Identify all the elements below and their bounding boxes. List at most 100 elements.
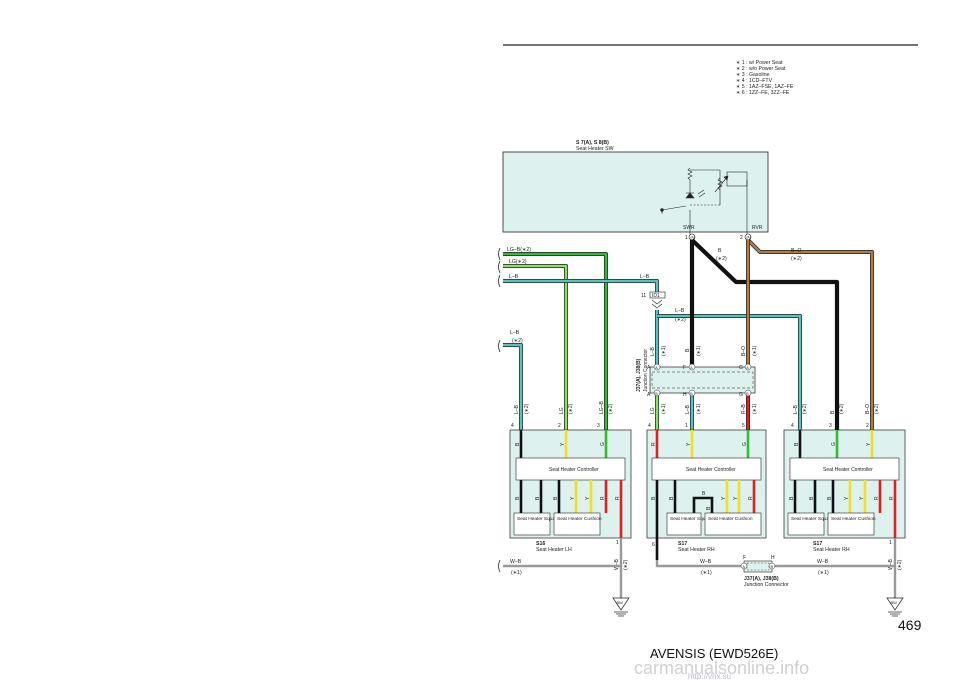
right-note-2: (∗2) [839,403,845,414]
connector-chevron-icon [651,299,663,309]
right-controller-label: Seat Heater Controller [823,467,873,473]
right-controller-code: S17 [813,541,822,547]
junction-top-note-2: (∗1) [696,345,702,356]
mid-note-2: (∗1) [696,403,702,414]
right-squab-heater [787,512,825,536]
left-controller-label: Seat Heater Controller [549,467,599,473]
wire-label-lb2: L–B [640,274,650,280]
right-note-1: (∗2) [802,403,808,414]
ground-junction-connector [743,560,773,573]
right-gnd-pin: 1 [889,540,892,546]
connector-id1-pin: 11 [641,293,646,299]
junction-connector [649,366,756,394]
right-cushion-heater [827,512,875,536]
ground-jc-tag-b: B [771,565,774,569]
gnd-mid-wire: W–B [700,559,712,565]
right-top-color-2: G [831,442,837,446]
left-top-color-2: Y [560,442,566,446]
note-1: ∗ 1 : w/ Power Seat [736,60,783,66]
mid-controller-label: Seat Heater Controller [686,467,736,473]
ground-jc-name: Junction Connector [744,582,789,588]
switch-pin-1: 1 [685,235,688,241]
wire-label-bo: B–O [791,248,801,254]
left-bot-color-6: R [600,496,606,500]
right-bot-color-4: Y [844,496,850,500]
right-gnd-wire-note: (∗2) [897,559,903,570]
switch-name: Seat Heater SW [576,146,614,152]
junction-bot-pin-a: A [647,392,651,398]
mid-controller-name: Seat Heater RH [678,547,715,553]
wire-label-lb: L–B [509,274,519,280]
ground-left-label: BW [617,600,624,605]
right-wire-3: B–O [865,404,871,414]
wire-note-bo: (∗2) [791,256,802,262]
junction-top-note-3: (∗1) [752,345,758,356]
junction-top-pin-f: F [683,365,686,371]
junction-top-note-1: (∗1) [661,345,667,356]
mid-top-color-3: G [742,442,748,446]
ground-left-icon: BW [612,597,630,617]
junction-top-wire-3: B–O [741,346,747,356]
notes-block: ∗ 1 : w/ Power Seat ∗ 2 : w/o Power Seat… [736,60,794,96]
left-note-1: (∗2) [524,403,530,414]
mid-top-color-2: Y [686,442,692,446]
ground-junction-terminal-f [740,562,748,570]
wire-note-b: (∗2) [716,256,727,262]
switch-pin-swr: SWR [683,225,695,231]
left-gnd-wire-note: (∗2) [623,559,629,570]
gnd-left-wire: W–B [510,559,522,565]
right-seat-heater-controller [789,457,900,481]
left-pin-2: 2 [558,423,561,429]
gnd-right-wire: W–B [817,559,829,565]
watermark-url: http://vnx.su [688,672,731,680]
mid-bot-color-2: B [669,496,675,500]
footer-title: AVENSIS (EWD526E) [650,646,778,661]
mid-jumper-color: B [702,491,706,497]
left-squab-label: Seat Heater Squab [517,516,558,522]
left-wire-3: LG–B [599,401,605,414]
right-pin-3: 2 [866,423,869,429]
mid-squab-label: Seat Heater Squab [670,516,711,522]
junction-tag-1: A [655,366,658,370]
right-wire-2: B [830,410,836,414]
junction-terminals [653,363,752,397]
left-cushion-heater [553,512,601,536]
right-controller-name: Seat Heater RH [813,547,850,553]
left-controller-name: Seat Heater LH [536,547,572,553]
right-bot-color-7: R [889,496,895,500]
seat-heater-switch [502,151,769,233]
mid-wire-3: R–B [741,404,747,414]
mid-note-1: (∗1) [661,403,667,414]
wire-label-lb3: L–B [675,308,685,314]
right-bot-color-6: R [874,496,880,500]
junction-top-wire-1: L–B [650,346,656,356]
switch-code: S 7(A), S 8(B) [576,140,609,146]
right-bot-color-5: Y [859,496,865,500]
note-4: ∗ 4 : 1CD–FTV [736,78,773,84]
wire-note-lb-left: (∗2) [512,338,523,344]
wire-label-lgb: LG–B(∗2) [507,247,531,253]
wire-label-b: B [718,248,722,254]
left-cushion-label: Seat Heater Cushion [557,516,602,522]
junction-tag-3: A [746,366,749,370]
left-pin-1: 4 [511,423,514,429]
junction-bot-pin-h: H [683,392,687,398]
left-squab-heater [513,512,551,536]
left-seat-heater-controller [515,457,626,481]
right-pin-1: 4 [791,423,794,429]
gnd-mid-note: (∗1) [701,570,712,576]
junction-code: J37(A), J38(B) [636,358,642,392]
right-pin-2: 3 [829,423,832,429]
ground-right-label: BW [891,600,898,605]
left-wire-2: LG [559,407,565,414]
left-controller-group: L–B (∗2) LG (∗2) LG–B (∗2) 4 2 3 B Y G S… [509,401,632,598]
mid-bot-color-4: Y [721,496,727,500]
ground-jc-pin-h: H [771,555,775,561]
mid-seat-heater-controller [651,457,762,481]
left-bot-color-3: B [553,496,559,500]
connector-id1 [649,291,666,299]
ground-jc-pin-f: F [743,555,746,561]
right-wire-1: L–B [793,404,799,414]
right-note-3: (∗2) [874,403,880,414]
wires [503,238,874,430]
